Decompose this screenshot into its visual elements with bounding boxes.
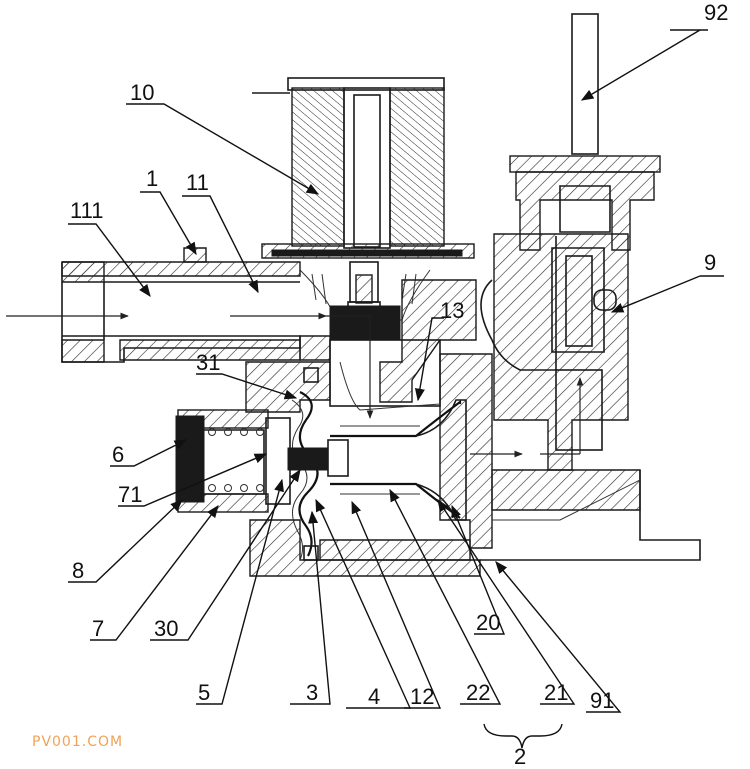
label-30: 30 (154, 616, 178, 641)
label-21: 21 (544, 680, 568, 705)
label-91: 91 (590, 688, 614, 713)
label-5: 5 (198, 680, 210, 705)
label-2: 2 (514, 744, 526, 769)
watermark: PV001.COM (32, 734, 123, 750)
label-31: 31 (196, 350, 220, 375)
spring-coils (208, 428, 264, 492)
part-labels: 92 10 1 111 11 9 13 31 6 71 8 7 30 20 5 … (70, 0, 728, 769)
label-9: 9 (704, 250, 716, 275)
label-4: 4 (368, 684, 380, 709)
label-3: 3 (306, 680, 318, 705)
label-6: 6 (112, 442, 124, 467)
label-11: 11 (186, 170, 209, 195)
label-20: 20 (476, 610, 500, 635)
label-12: 12 (410, 684, 434, 709)
label-13: 13 (440, 298, 464, 323)
flow-arrows (6, 312, 584, 458)
label-71: 71 (118, 482, 142, 507)
inlet-pipe (61, 247, 301, 363)
label-8: 8 (72, 558, 84, 583)
plunger-assembly (299, 261, 431, 341)
label-22: 22 (466, 680, 490, 705)
diaphragm (287, 367, 349, 561)
leader-lines (68, 29, 724, 749)
label-7: 7 (92, 616, 104, 641)
solenoid-coil (252, 77, 475, 259)
rod-92 (571, 13, 599, 155)
pilot-block (480, 155, 701, 561)
label-1: 1 (146, 166, 158, 191)
label-10: 10 (130, 80, 154, 105)
spring-cap (175, 409, 291, 513)
label-92: 92 (704, 0, 728, 25)
label-111: 111 (70, 198, 103, 223)
